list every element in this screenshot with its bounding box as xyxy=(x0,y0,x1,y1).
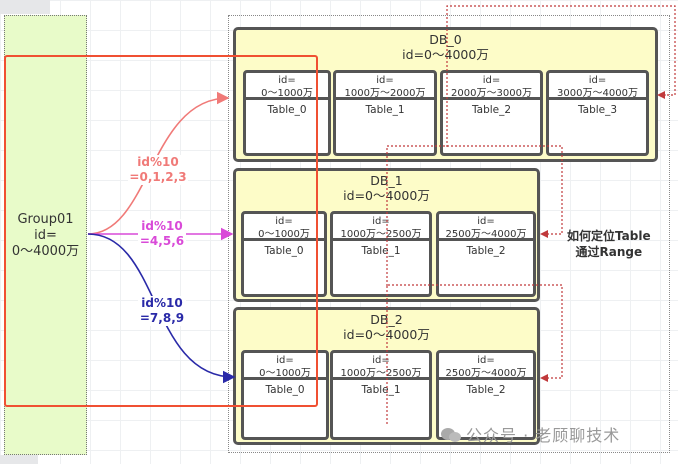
watermark: 公众号 · 老顾聊技术 xyxy=(440,422,620,446)
corner-shade xyxy=(0,0,50,14)
locate-connector-db0 xyxy=(446,5,676,147)
table-name: Table_1 xyxy=(365,104,405,116)
table-node: id=1000万～2500万 Table_1 xyxy=(330,350,432,440)
group-range-line2: 0～4000万 xyxy=(11,244,80,259)
db-node: DB_1 id=0～4000万 id=0～1000万 Table_0 id=10… xyxy=(233,168,540,302)
table-name: Table_1 xyxy=(361,245,401,257)
table-node: id=0～1000万 Table_0 xyxy=(241,350,329,440)
table-node: id=2000万～3000万 Table_2 xyxy=(440,70,543,156)
wechat-icon xyxy=(440,427,462,443)
group-range-line1: id= xyxy=(34,228,57,243)
table-name: Table_2 xyxy=(471,104,512,116)
table-node: id=1000万～2000万 Table_1 xyxy=(333,70,437,156)
table-node: id=2500万～4000万 Table_2 xyxy=(436,211,536,297)
db-name: DB_0 xyxy=(429,32,462,47)
group-name: Group01 xyxy=(17,212,74,227)
group-label: Group01 id= 0～4000万 xyxy=(5,212,86,260)
table-name: Table_2 xyxy=(466,384,506,396)
table-range: id=1000万～2500万 xyxy=(333,214,429,241)
table-name: Table_3 xyxy=(577,104,618,116)
table-range: id=2500万～4000万 xyxy=(439,353,533,380)
table-range: id=0～1000万 xyxy=(246,73,328,100)
highlight-box xyxy=(4,55,318,407)
route-label-db0: id%10=0,1,2,3 xyxy=(128,155,188,185)
table-range: id=1000万～2000万 xyxy=(336,73,434,100)
db-range: id=0～4000万 xyxy=(343,188,430,203)
table-range: id=0～1000万 xyxy=(244,214,324,241)
table-range: id=2500万～4000万 xyxy=(439,214,533,241)
db-title: DB_1 id=0～4000万 xyxy=(236,173,537,203)
table-range: id=0～1000万 xyxy=(244,353,326,380)
route-label-db2: id%10=7,8,9 xyxy=(138,296,186,326)
table-name: Table_0 xyxy=(267,104,307,116)
locate-connector-db1 xyxy=(386,145,563,286)
table-node: id=2500万～4000万 Table_2 xyxy=(436,350,536,440)
table-name: Table_0 xyxy=(264,245,304,257)
table-range: id=2000万～3000万 xyxy=(443,73,540,100)
table-node: id=0～1000万 Table_0 xyxy=(241,211,327,297)
table-name: Table_2 xyxy=(466,245,506,257)
table-range: id=1000万～2500万 xyxy=(333,353,429,380)
table-name: Table_1 xyxy=(361,384,401,396)
locate-connector-db2 xyxy=(386,284,563,424)
group-node: Group01 id= 0～4000万 xyxy=(4,15,87,455)
db-range: id=0～4000万 xyxy=(402,47,489,62)
watermark-text: 公众号 · 老顾聊技术 xyxy=(466,426,621,445)
db-title: DB_0 id=0～4000万 xyxy=(236,32,655,62)
db-node: DB_0 id=0～4000万 id=0～1000万 Table_0 id=10… xyxy=(233,27,658,162)
table-node: id=1000万～2500万 Table_1 xyxy=(330,211,432,297)
table-node: id=3000万～4000万 Table_3 xyxy=(546,70,649,156)
table-name: Table_0 xyxy=(265,384,305,396)
corner-shade xyxy=(0,455,38,464)
route-label-db1: id%10=4,5,6 xyxy=(138,219,186,249)
table-range: id=3000万～4000万 xyxy=(549,73,646,100)
